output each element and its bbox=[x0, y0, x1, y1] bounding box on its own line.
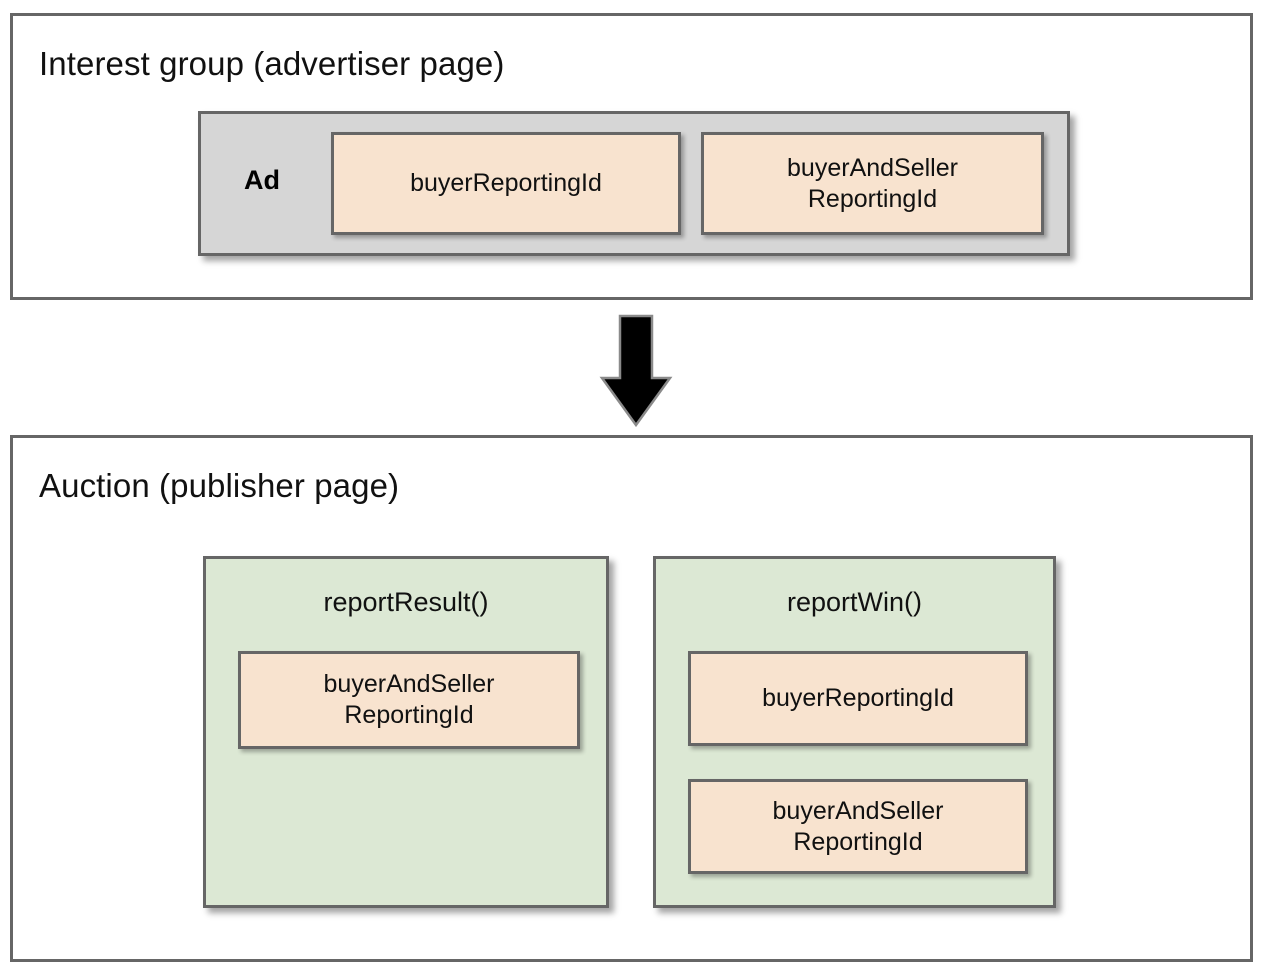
report-result-field-buyer-and-seller-reporting-id: buyerAndSeller ReportingId bbox=[238, 651, 580, 749]
interest-group-section: Interest group (advertiser page) Ad buye… bbox=[10, 13, 1253, 300]
ad-field-buyer-and-seller-reporting-id-label: buyerAndSeller ReportingId bbox=[787, 153, 958, 215]
auction-title: Auction (publisher page) bbox=[39, 467, 400, 504]
ad-field-buyer-and-seller-reporting-id-label-line2: ReportingId bbox=[807, 184, 938, 213]
report-win-field-buyer-reporting-id: buyerReportingId bbox=[688, 651, 1028, 746]
ad-field-buyer-reporting-id-label: buyerReportingId bbox=[410, 169, 602, 197]
report-result-field-buyer-and-seller-reporting-id-label: buyerAndSeller ReportingId bbox=[324, 669, 495, 731]
down-arrow-icon bbox=[598, 314, 674, 428]
report-win-field-label-line2: ReportingId bbox=[793, 827, 923, 856]
report-win-field-buyer-and-seller-reporting-id-label: buyerAndSeller ReportingId bbox=[773, 796, 944, 858]
ad-field-buyer-and-seller-reporting-id: buyerAndSeller ReportingId bbox=[701, 132, 1044, 235]
report-win-field-buyer-reporting-id-label: buyerReportingId bbox=[762, 684, 954, 712]
function-title-report-win: reportWin() bbox=[786, 587, 922, 617]
ad-label: Ad bbox=[244, 165, 280, 195]
report-win-field-label-line1: buyerAndSeller bbox=[772, 796, 944, 825]
function-box-report-result: reportResult() buyerAndSeller ReportingI… bbox=[203, 556, 609, 908]
report-result-field-label-line2: ReportingId bbox=[344, 701, 474, 729]
function-box-report-win: reportWin() buyerReportingId buyerAndSel… bbox=[653, 556, 1056, 908]
ad-field-buyer-reporting-id: buyerReportingId bbox=[331, 132, 681, 235]
report-result-field-label-line1: buyerAndSeller bbox=[323, 670, 495, 698]
ad-container: Ad buyerReportingId buyerAndSeller Repor… bbox=[198, 111, 1070, 256]
auction-section: Auction (publisher page) reportResult() … bbox=[10, 435, 1253, 962]
function-title-report-result: reportResult() bbox=[323, 587, 489, 617]
report-win-field-buyer-and-seller-reporting-id: buyerAndSeller ReportingId bbox=[688, 779, 1028, 874]
ad-field-buyer-and-seller-reporting-id-label-line1: buyerAndSeller bbox=[787, 153, 958, 182]
interest-group-title: Interest group (advertiser page) bbox=[39, 45, 505, 82]
